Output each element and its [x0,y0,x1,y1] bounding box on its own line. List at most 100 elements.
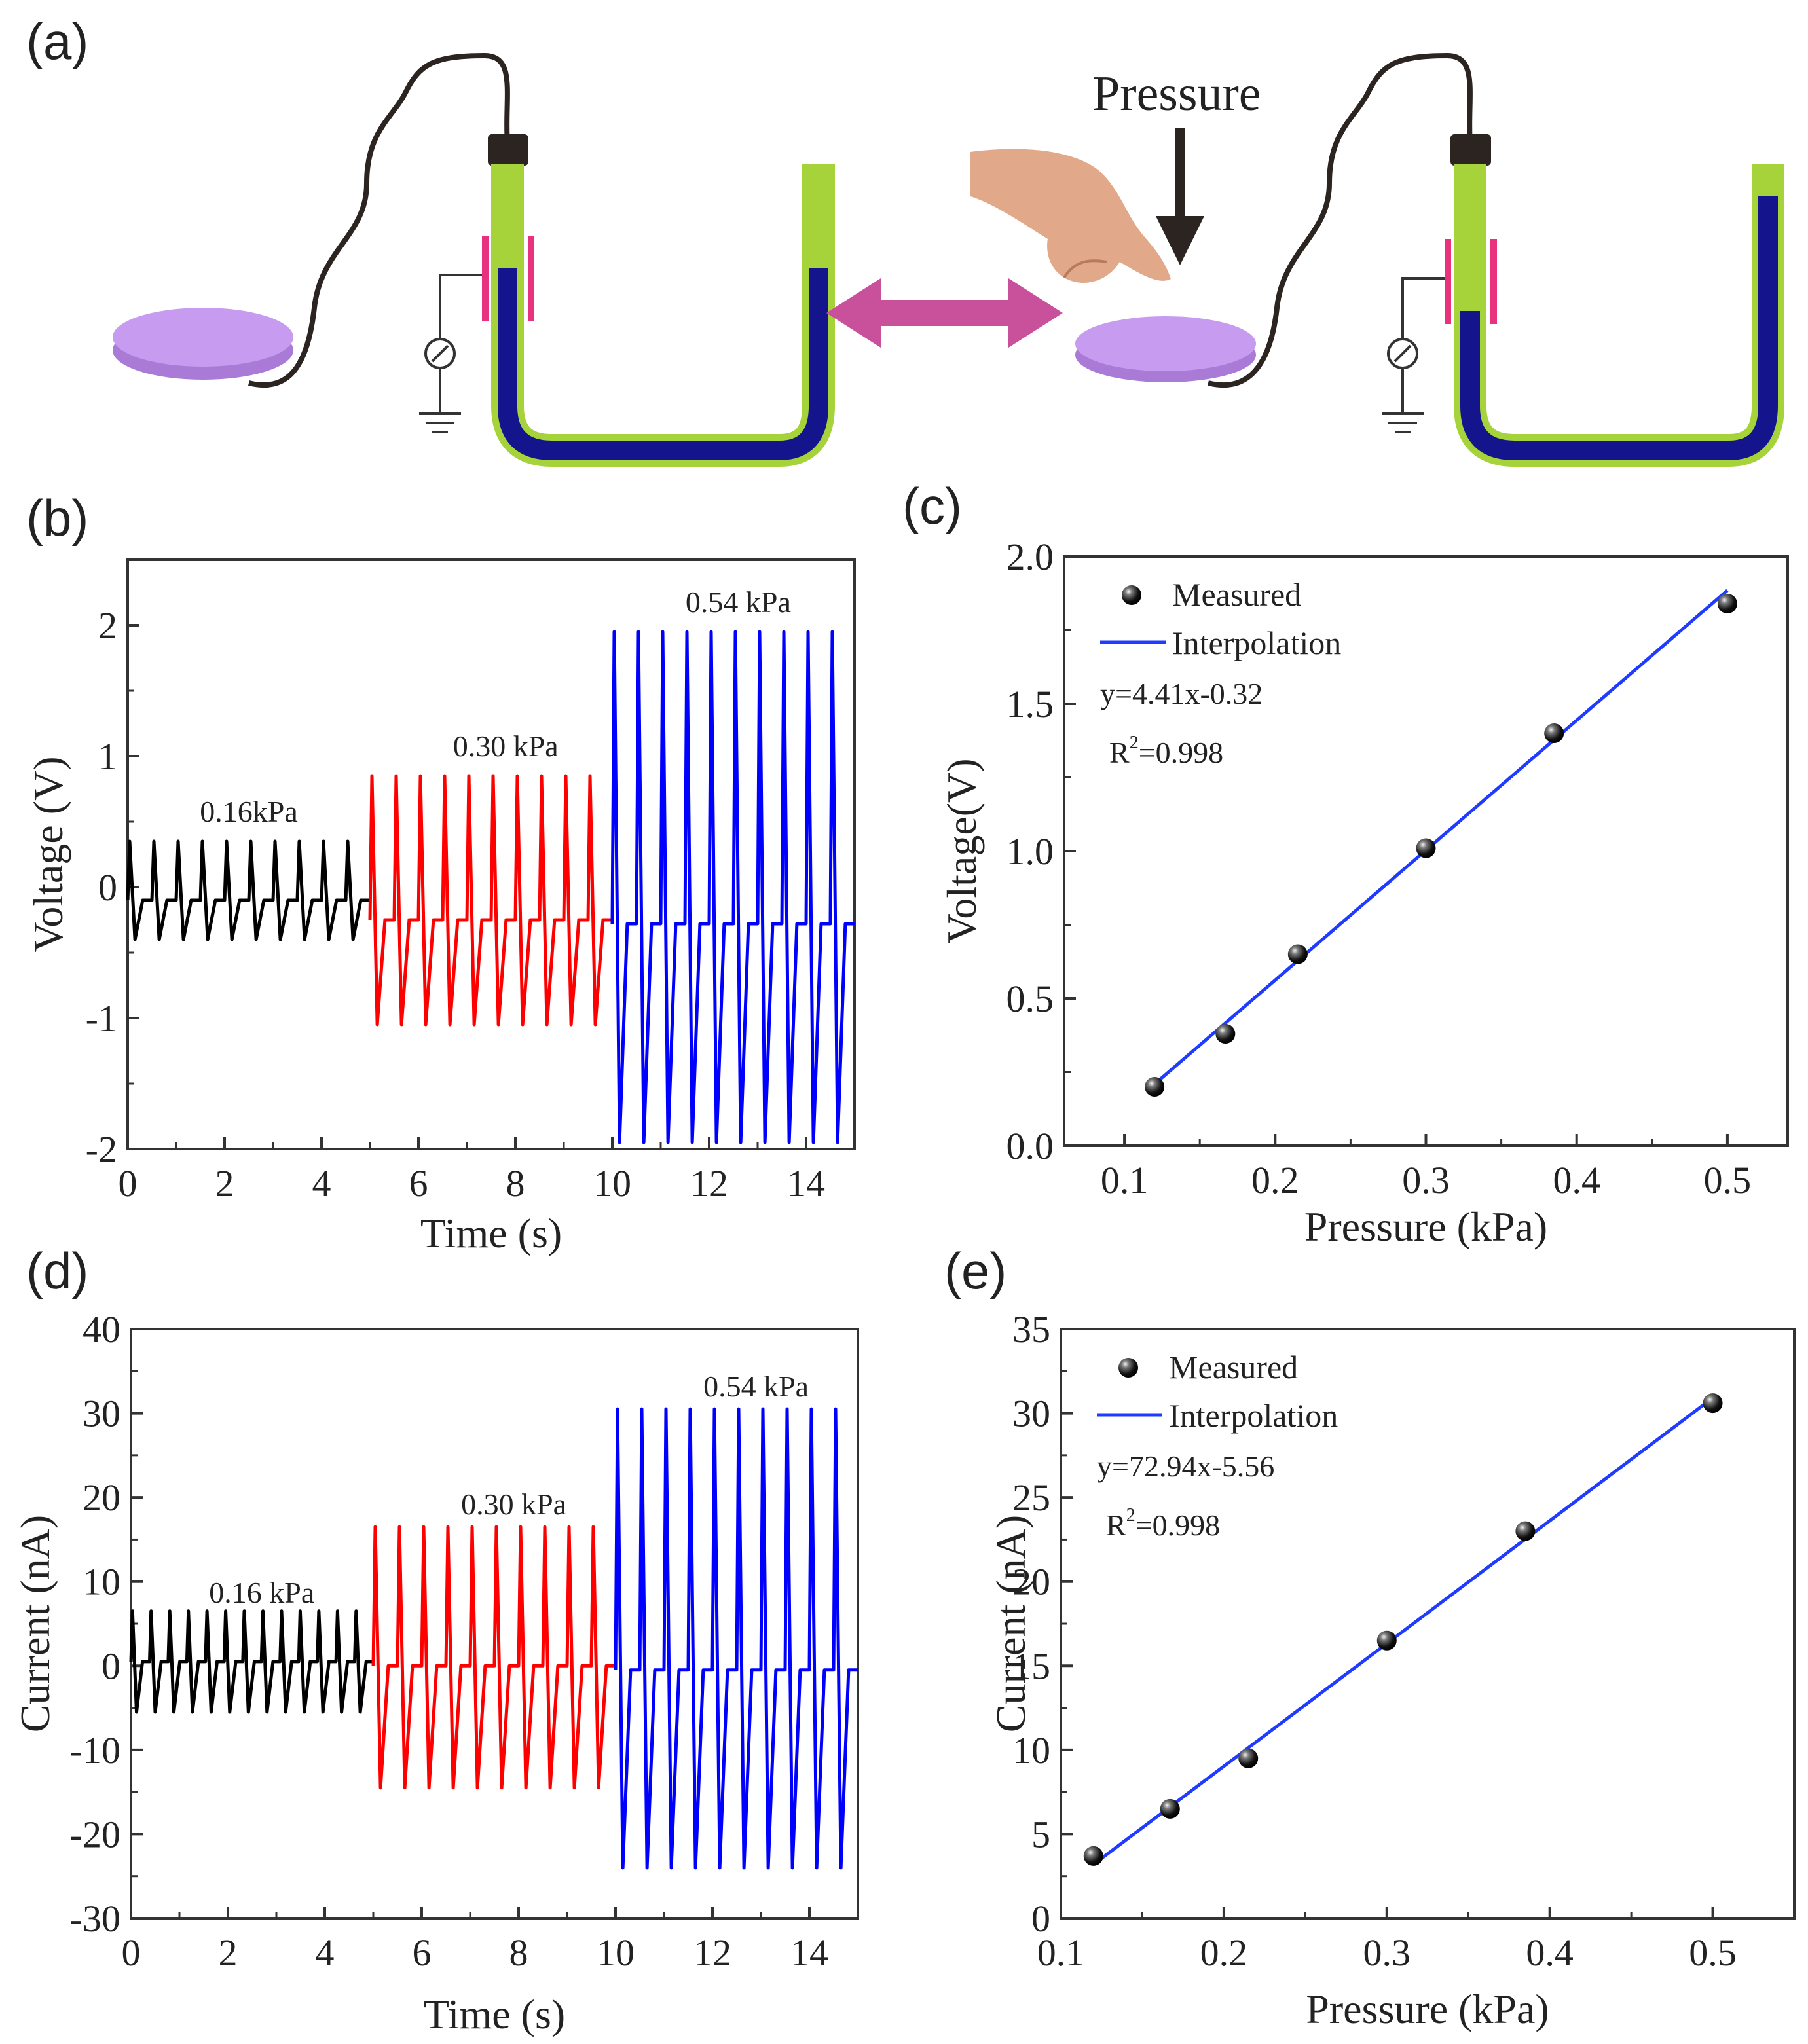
x-tick-label: 0 [119,1162,138,1205]
measured-point [1703,1393,1723,1414]
x-tick-label: 2 [219,1931,238,1974]
fit-line [1092,1396,1714,1866]
x-tick-label: 0.5 [1704,1159,1752,1201]
r-squared: R2=0.998 [1109,733,1223,769]
x-axis-title: Time (s) [424,1991,565,2037]
x-tick-label: 0.2 [1251,1159,1299,1201]
sensor-pad [1075,316,1256,382]
electrode [1445,239,1497,324]
y-tick-label: -10 [70,1729,120,1772]
y-axis-title: Voltage (V) [25,756,71,952]
legend-label-interpolation: Interpolation [1169,1397,1338,1434]
ground-icon [419,412,461,433]
pressure-annotation: 0.16kPa [200,795,298,828]
connector [488,134,528,166]
pressure-arrow [1156,128,1204,265]
x-tick-label: 0.1 [1037,1931,1085,1974]
signal-series-line [368,774,612,1027]
y-tick-label: 35 [1012,1308,1050,1351]
y-tick-label: -20 [70,1813,120,1855]
signal-series-line [129,1609,373,1714]
x-tick-label: 6 [413,1931,432,1974]
x-tick-label: 0.1 [1101,1159,1149,1201]
x-axis-title: Pressure (kPa) [1304,1203,1547,1250]
measured-point [1544,723,1564,743]
x-tick-label: 2 [215,1162,234,1205]
u-tube [1454,164,1784,467]
x-tick-label: 10 [597,1931,635,1974]
legend-marker-measured [1118,1358,1138,1378]
x-tick-label: 12 [690,1162,728,1205]
y-tick-label: 0.0 [1006,1125,1054,1167]
fit-equation: y=72.94x-5.56 [1097,1450,1274,1483]
x-tick-label: 10 [593,1162,631,1205]
y-tick-label: 0 [101,1645,120,1687]
y-tick-label: 20 [83,1476,120,1519]
x-tick-label: 0 [122,1931,141,1974]
pressure-annotation: 0.16 kPa [209,1576,314,1609]
double-arrow [826,278,1063,348]
measured-point [1145,1077,1165,1097]
connector [1450,134,1491,166]
y-tick-label: 30 [1012,1393,1050,1435]
measured-point [1287,944,1308,964]
signal-series-line [614,1407,858,1870]
signal-series-line [371,1525,616,1790]
device-released [113,52,835,467]
pressure-annotation: 0.54 kPa [686,585,791,619]
y-axis-title: Current (nA) [12,1515,58,1732]
x-tick-label: 0.4 [1526,1931,1574,1974]
x-axis-title: Pressure (kPa) [1306,1986,1549,2032]
pressure-label: Pressure [1092,66,1261,121]
finger [970,149,1171,283]
y-tick-label: 0 [98,866,117,909]
measured-point [1238,1748,1259,1768]
r-squared-symbol: R [1109,736,1130,769]
measured-point [1416,838,1436,858]
panel-label-d: (d) [26,1242,88,1300]
electrometer-icon [424,274,482,412]
y-tick-label: 1 [98,735,117,778]
pressure-annotation: 0.30 kPa [461,1487,566,1521]
x-tick-label: 0.4 [1553,1159,1600,1201]
fit-line [1153,589,1729,1086]
legend-label-measured: Measured [1172,576,1301,613]
y-tick-label: 0.5 [1006,977,1054,1020]
y-tick-label: -30 [70,1897,120,1940]
cable [248,52,510,388]
electrode [482,236,534,321]
measured-point [1515,1521,1536,1541]
r-squared-value: =0.998 [1139,736,1223,769]
pressure-annotation: 0.30 kPa [453,729,559,763]
sensor-pad [113,308,293,380]
r-squared-exponent: 2 [1130,733,1139,753]
x-tick-label: 14 [790,1931,828,1974]
r-squared-symbol: R [1106,1508,1126,1542]
panel-label-c: (c) [902,477,962,535]
legend-label-interpolation: Interpolation [1172,625,1341,661]
y-tick-label: 15 [1012,1645,1050,1687]
electrometer-icon [1387,277,1445,412]
x-tick-label: 0.5 [1689,1931,1737,1974]
ground-icon [1382,412,1424,433]
measured-point [1160,1798,1180,1819]
y-tick-label: 1.0 [1006,830,1054,873]
y-tick-label: 5 [1031,1813,1050,1855]
cable [1208,52,1473,388]
legend-marker-measured [1122,585,1141,605]
panel-label-e: (e) [944,1242,1006,1300]
schematic-panel: (a) [26,12,1784,467]
measured-point [1717,594,1737,613]
y-tick-label: 20 [1012,1561,1050,1603]
x-tick-label: 8 [506,1162,525,1205]
y-tick-label: 2.0 [1006,536,1054,578]
panel-label-b: (b) [26,489,88,547]
x-tick-label: 0.3 [1402,1159,1450,1201]
x-axis-title: Time (s) [420,1210,562,1256]
device-pressed: Pressure [970,52,1784,467]
measured-point [1376,1630,1397,1651]
